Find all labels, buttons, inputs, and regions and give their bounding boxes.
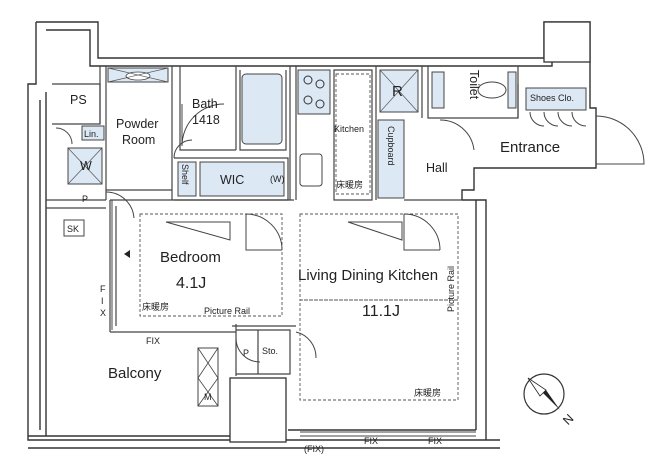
bedroom-size-label: 4.1J [176,275,206,292]
balcony-door-arrow [124,250,130,258]
compass-north-label: N [560,411,576,427]
ldk-label: Living Dining Kitchen [298,267,438,284]
wic-washer-label: (W) [270,174,285,184]
ps-label: PS [70,93,87,107]
shelf-label: Shelf [180,164,190,185]
sk-label: SK [67,224,79,234]
pipe-space-label-1: P [82,194,88,204]
floor-heating-ldk-label: 床暖房 [414,387,441,399]
stove-burners [303,75,325,109]
bathtub [241,73,283,145]
toilet-tank [431,71,445,109]
structural-column [229,377,287,443]
powder-room-label-1: Powder [116,117,158,131]
shoes-cloak [525,87,587,111]
window-frames [111,200,476,437]
bath-label: Bath [192,97,218,111]
washer-label: W [80,159,92,173]
toilet-label: Toilet [467,70,481,100]
fix-left-label-2: I [101,296,104,306]
fix-bottom-paren-label: (FIX) [304,444,324,454]
picture-rail-ldk-label: Picture Rail [446,266,456,312]
fix-bedroom-label: FIX [146,336,160,346]
picture-rail-bedroom-label: Picture Rail [204,306,250,316]
storage-label: Sto. [262,346,278,356]
linen-label: Lin. [84,129,99,139]
bath-size-label: 1418 [192,113,220,127]
fix-bottom-label-1: FIX [364,436,378,446]
toilet-bowl [477,81,507,99]
cupboard-unit [377,119,405,199]
powder-room-label-2: Room [122,133,155,147]
hall-label: Hall [426,161,448,175]
toilet-vanity [507,71,517,109]
entrance-label: Entrance [500,139,560,156]
dashed-outlines [139,73,459,401]
floor-heating-kitchen-label: 床暖房 [336,179,363,191]
walls [27,21,597,449]
fix-left-label-3: X [100,308,106,318]
aircon-outdoor-unit [197,347,219,407]
fridge-label: R [392,83,403,100]
cupboard-label: Cupboard [386,126,396,166]
wic-label: WIC [220,173,244,187]
vanity-sink [125,71,151,81]
bedroom-label: Bedroom [160,249,221,266]
floor-heating-bedroom-label: 床暖房 [142,301,169,313]
cross-marks [67,67,419,185]
sk-box [63,219,85,237]
sliding-door-marks [165,221,403,241]
linen-cabinet [81,125,105,141]
ldk-size-label: 11.1J [362,303,400,320]
shoes-closet-label: Shoes Clo. [530,93,574,103]
door-swings [55,103,645,363]
kitchen-label: Kitchen [334,124,364,134]
fix-left-label-1: F [100,284,106,294]
partitions [46,66,519,376]
shelf-unit [177,161,197,197]
aircon-m-label: M [204,392,212,402]
kitchen-stove [297,69,331,115]
compass-rose: N [523,373,577,428]
wic-rail [199,161,285,197]
pipe-space-label-2: P [243,348,249,358]
fix-bottom-label-2: FIX [428,436,442,446]
structural-column-top-right [543,21,591,63]
kitchen-sink [299,153,323,187]
balcony-label: Balcony [108,365,162,382]
